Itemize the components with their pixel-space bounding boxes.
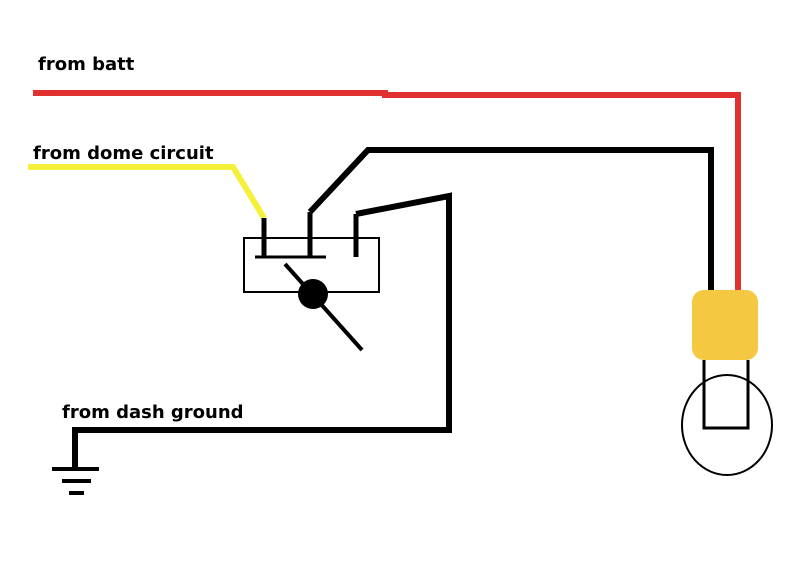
dome-label: from dome circuit: [33, 143, 214, 164]
switch-lever: [283, 262, 364, 352]
switch-pivot: [298, 279, 328, 309]
ground-label: from dash ground: [62, 402, 244, 423]
bulb-filament: [702, 360, 750, 430]
ground-symbol-icon: [52, 467, 99, 495]
bulb-glass: [681, 374, 773, 476]
bulb-feed-wire: [307, 147, 714, 292]
relay-switch-icon: [243, 212, 380, 352]
bulb-base: [692, 290, 758, 360]
battery-wire: [33, 90, 741, 292]
batt-label: from batt: [38, 54, 135, 75]
ground-wire: [72, 192, 452, 468]
light-bulb-icon: [681, 290, 773, 476]
dome-wire: [28, 164, 267, 220]
